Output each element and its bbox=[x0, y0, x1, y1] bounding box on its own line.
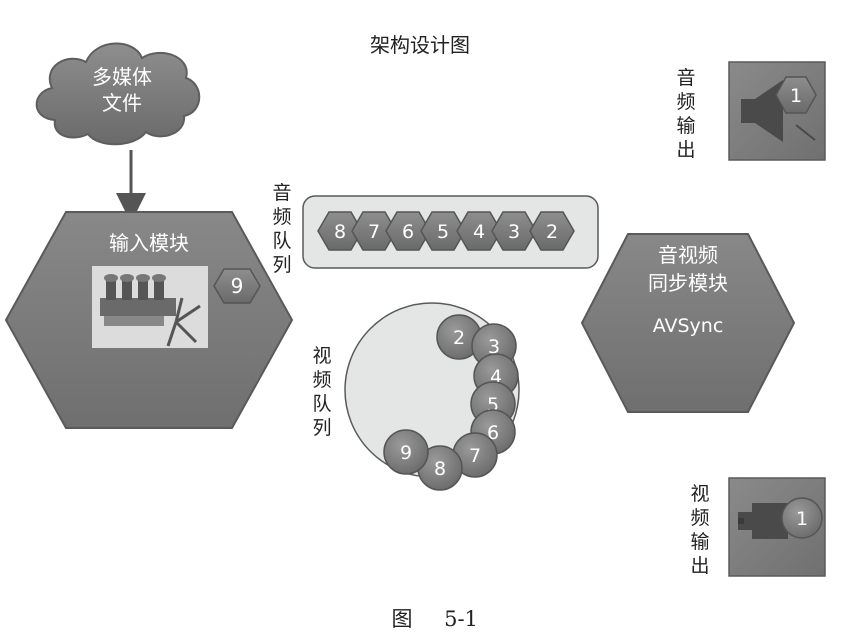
sync-module-line1: 音视频 bbox=[658, 243, 718, 267]
source-label-line2: 文件 bbox=[102, 91, 142, 115]
video-queue-label-char: 频 bbox=[312, 369, 331, 391]
video-queue-ball bbox=[383, 429, 429, 475]
video-output: 1 bbox=[728, 477, 826, 577]
sync-module: 音视频 同步模块 AVSync bbox=[580, 233, 796, 413]
audio-queue-item: 2 bbox=[529, 211, 575, 251]
caption-prefix: 图 bbox=[392, 607, 413, 631]
video-queue-item: 7 bbox=[452, 432, 498, 478]
input-packet-number: 9 bbox=[231, 274, 244, 298]
audio-output-label-char: 输 bbox=[676, 115, 695, 137]
video-queue-item-number: 3 bbox=[488, 336, 500, 358]
engine-image bbox=[92, 266, 208, 348]
sync-module-line3: AVSync bbox=[653, 315, 724, 337]
video-output-label: 视 频 输 出 bbox=[690, 483, 709, 577]
audio-queue-label-char: 队 bbox=[272, 230, 291, 252]
video-queue-label-char: 列 bbox=[312, 417, 331, 439]
video-queue-label-char: 队 bbox=[312, 393, 331, 415]
audio-queue-item-number: 2 bbox=[546, 221, 558, 243]
video-queue-item-number: 9 bbox=[400, 442, 412, 464]
audio-output-label-char: 音 bbox=[676, 67, 695, 89]
audio-queue-item: 6 bbox=[385, 211, 431, 251]
audio-queue-label-char: 列 bbox=[272, 254, 291, 276]
input-packet: 9 bbox=[213, 268, 261, 304]
audio-output: 1 bbox=[728, 61, 826, 161]
audio-queue-item: 8 bbox=[317, 211, 363, 251]
input-module-label: 输入模块 bbox=[109, 231, 189, 255]
video-output-label-char: 输 bbox=[690, 531, 709, 553]
video-queue-item: 8 bbox=[417, 445, 463, 491]
video-queue-label-char: 视 bbox=[312, 345, 331, 367]
video-queue-item-number: 2 bbox=[453, 327, 465, 349]
audio-queue-item: 3 bbox=[491, 211, 537, 251]
caption-number: 5-1 bbox=[444, 607, 478, 631]
audio-queue-item-number: 4 bbox=[473, 221, 485, 243]
source-cloud: 多媒体 文件 bbox=[35, 42, 201, 146]
source-label-line1: 多媒体 bbox=[92, 65, 152, 89]
video-output-label-char: 视 bbox=[690, 483, 709, 505]
diagram-title: 架构设计图 bbox=[370, 33, 470, 57]
video-queue-item-number: 7 bbox=[469, 445, 481, 467]
audio-queue-item: 5 bbox=[420, 211, 466, 251]
video-output-label-char: 出 bbox=[690, 555, 709, 577]
video-queue-label: 视 频 队 列 bbox=[312, 345, 331, 439]
video-queue-item: 2 bbox=[436, 314, 482, 360]
audio-queue-item-number: 5 bbox=[437, 221, 449, 243]
audio-queue-hexagon bbox=[529, 211, 575, 251]
audio-queue-item-number: 3 bbox=[508, 221, 520, 243]
audio-queue-label: 音 频 队 列 bbox=[272, 182, 291, 276]
audio-queue-item-number: 6 bbox=[402, 221, 414, 243]
input-module: 输入模块 9 bbox=[4, 211, 294, 429]
audio-queue-item-number: 8 bbox=[334, 221, 346, 243]
audio-output-packet: 1 bbox=[775, 76, 817, 114]
sync-module-line2: 同步模块 bbox=[648, 271, 728, 295]
audio-output-packet-number: 1 bbox=[790, 85, 802, 107]
audio-output-label-char: 出 bbox=[676, 139, 695, 161]
audio-queue-item-number: 7 bbox=[368, 221, 380, 243]
audio-output-label: 音 频 输 出 bbox=[676, 67, 695, 161]
audio-queue-label-char: 音 bbox=[272, 182, 291, 204]
audio-output-label-char: 频 bbox=[676, 91, 695, 113]
audio-queue-label-char: 频 bbox=[272, 206, 291, 228]
figure-caption: 图 5-1 bbox=[392, 607, 478, 631]
video-output-packet: 1 bbox=[781, 497, 823, 539]
video-output-label-char: 频 bbox=[690, 507, 709, 529]
video-output-packet-number: 1 bbox=[796, 508, 808, 530]
video-queue-item-number: 8 bbox=[434, 458, 446, 480]
video-queue-item: 9 bbox=[383, 429, 429, 475]
